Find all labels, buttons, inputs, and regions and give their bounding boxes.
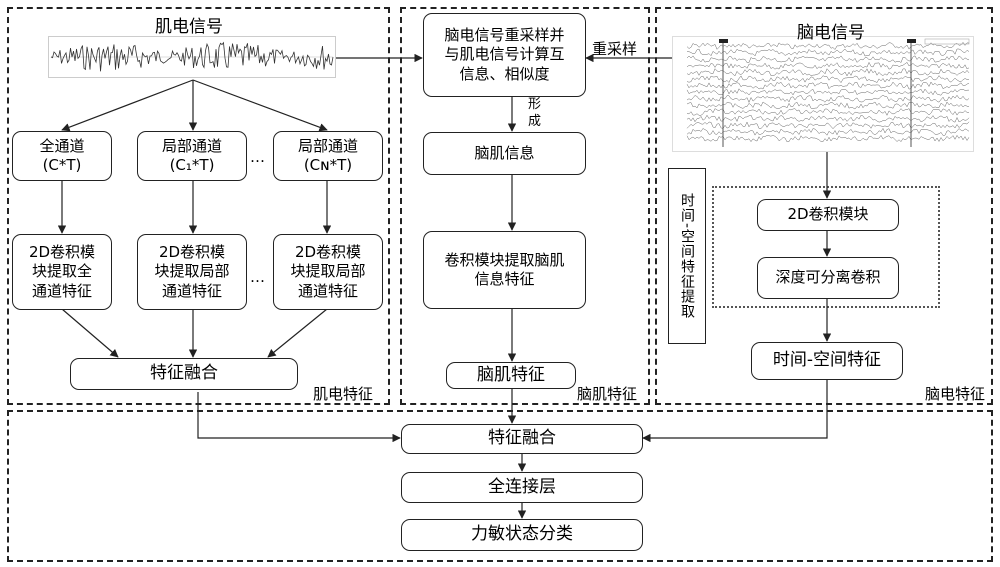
conv2d-box: 2D卷积模块 xyxy=(757,199,899,231)
eeg-feature-label: 脑电特征 xyxy=(925,385,986,403)
channel-box-local-1: 局部通道(C₁*T) xyxy=(137,131,247,181)
resample-label: 重采样 xyxy=(592,40,638,58)
emg-eeg-feature-box: 脑肌特征 xyxy=(446,362,576,389)
emg-eeg-feature-label: 脑肌特征 xyxy=(577,385,638,403)
emg-eeg-conv-box: 卷积模块提取脑肌信息特征 xyxy=(423,231,586,309)
emg-fusion-box: 特征融合 xyxy=(70,358,298,390)
conv-box-local-1: 2D卷积模块提取局部通道特征 xyxy=(137,234,247,310)
final-fusion-box: 特征融合 xyxy=(401,424,643,454)
emg-eeg-section-frame xyxy=(400,7,650,405)
conv-box-local-n: 2D卷积模块提取局部通道特征 xyxy=(273,234,383,310)
emg-feature-label: 肌电特征 xyxy=(313,385,374,403)
spatiotemporal-label-box: 时间-空间特征提取 xyxy=(668,168,706,344)
spatiotemporal-feature-box: 时间-空间特征 xyxy=(751,342,903,380)
eeg-section-title: 脑电信号 xyxy=(797,23,865,43)
emg-eeg-info-box: 脑肌信息 xyxy=(423,132,586,175)
depthwise-conv-box: 深度可分离卷积 xyxy=(757,257,899,299)
conv-box-full: 2D卷积模块提取全通道特征 xyxy=(12,234,112,310)
channel-box-local-n: 局部通道(Cɴ*T) xyxy=(273,131,383,181)
spatiotemporal-frame xyxy=(712,186,940,308)
channel-box-full: 全通道(C*T) xyxy=(12,131,112,181)
bottom-section-frame xyxy=(7,410,993,562)
emg-section-title: 肌电信号 xyxy=(155,17,223,37)
ellipsis-conv: … xyxy=(250,268,265,286)
emg-waveform-image xyxy=(48,36,336,78)
eeg-section-frame xyxy=(655,7,993,405)
form-label: 形 成 xyxy=(528,97,542,129)
ellipsis-channels: … xyxy=(250,148,265,166)
resample-box: 脑电信号重采样并与肌电信号计算互信息、相似度 xyxy=(423,13,586,97)
classification-box: 力敏状态分类 xyxy=(401,519,643,551)
eeg-waveform-image xyxy=(672,36,974,152)
fully-connected-box: 全连接层 xyxy=(401,472,643,503)
